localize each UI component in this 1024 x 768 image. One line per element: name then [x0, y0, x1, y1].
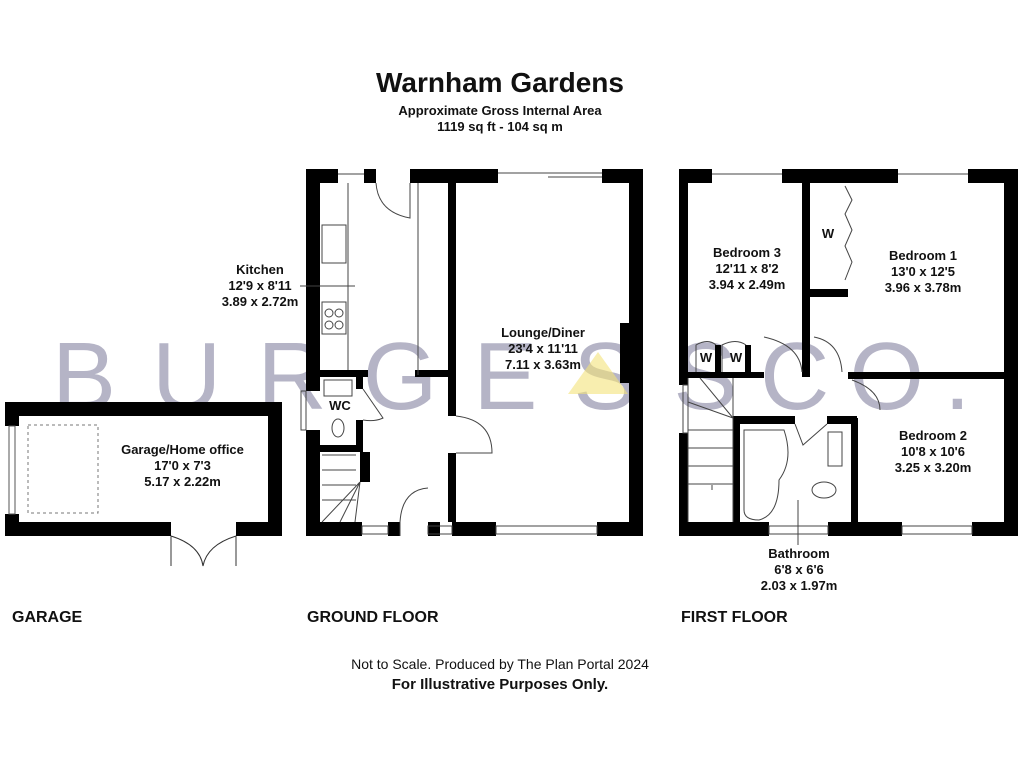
plan-subtitle: Approximate Gross Internal Area	[398, 103, 602, 118]
room-label-garage: Garage/Home office 17'0 x 7'3 5.17 x 2.2…	[100, 442, 265, 490]
room-label-kitchen: Kitchen 12'9 x 8'11 3.89 x 2.72m	[210, 262, 310, 310]
wardrobe-label: W	[729, 350, 743, 365]
floor-label-ground: GROUND FLOOR	[307, 609, 439, 626]
room-name: Garage/Home office	[121, 442, 244, 457]
room-name: Bedroom 1	[889, 248, 957, 263]
room-label-bedroom2: Bedroom 2 10'8 x 10'6 3.25 x 3.20m	[878, 428, 988, 476]
room-label-bedroom1: Bedroom 1 13'0 x 12'5 3.96 x 3.78m	[868, 248, 978, 296]
garage-double-door	[170, 535, 237, 567]
room-size-imperial: 12'9 x 8'11	[228, 277, 292, 293]
room-name: Bedroom 2	[899, 428, 967, 443]
first-fixtures	[682, 173, 973, 545]
room-size-imperial: 23'4 x 11'11	[508, 340, 578, 356]
floor-label-garage: GARAGE	[12, 609, 83, 626]
room-label-lounge: Lounge/Diner 23'4 x 11'11 7.11 x 3.63m	[478, 325, 608, 373]
walls-ground	[306, 169, 643, 536]
room-name: Bedroom 3	[713, 245, 781, 260]
room-size-imperial: 17'0 x 7'3	[154, 457, 211, 473]
walls-garage	[5, 402, 282, 536]
walls-first	[679, 169, 1018, 536]
room-size-imperial: 12'11 x 8'2	[715, 260, 779, 276]
room-size-metric: 3.25 x 3.20m	[894, 459, 972, 475]
room-name: Lounge/Diner	[501, 325, 585, 340]
plan-title: Warnham Gardens	[376, 67, 624, 98]
garage-window	[8, 425, 16, 515]
room-size-imperial: 13'0 x 12'5	[890, 263, 956, 279]
plan-area: 1119 sq ft - 104 sq m	[437, 119, 563, 134]
room-name: Kitchen	[236, 262, 284, 277]
room-size-metric: 3.89 x 2.72m	[221, 293, 299, 309]
room-size-imperial: 10'8 x 10'6	[900, 443, 966, 459]
footer-disclaimer: Not to Scale. Produced by The Plan Porta…	[351, 656, 649, 672]
room-size-metric: 5.17 x 2.22m	[144, 473, 221, 489]
ground-fixtures	[300, 172, 602, 536]
room-name: Bathroom	[768, 546, 830, 561]
footer-illustrative: For Illustrative Purposes Only.	[391, 676, 609, 693]
room-size-metric: 2.03 x 1.97m	[760, 577, 838, 593]
garage-dashed-area	[27, 424, 99, 514]
room-label-bathroom: Bathroom 6'8 x 6'6 2.03 x 1.97m	[744, 546, 854, 594]
floor-label-first: FIRST FLOOR	[681, 609, 788, 626]
room-size-metric: 3.96 x 3.78m	[884, 279, 962, 295]
room-size-metric: 3.94 x 2.49m	[708, 276, 786, 292]
room-size-imperial: 6'8 x 6'6	[774, 561, 824, 577]
room-label-wc: WC	[329, 398, 351, 413]
wardrobe-label: W	[699, 350, 713, 365]
room-size-metric: 7.11 x 3.63m	[505, 356, 581, 372]
watermark-arrow-icon	[568, 352, 628, 394]
wardrobe-label: W	[821, 226, 835, 241]
room-label-bedroom3: Bedroom 3 12'11 x 8'2 3.94 x 2.49m	[692, 245, 802, 293]
